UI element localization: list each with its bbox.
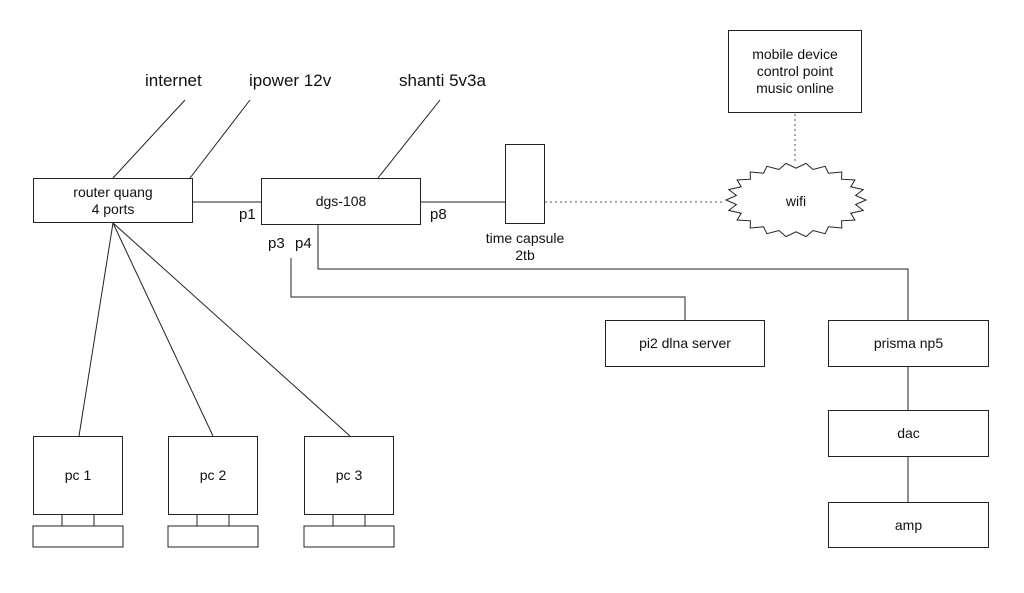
mobile-line-3: music online	[756, 80, 834, 96]
dac-node: dac	[828, 410, 989, 457]
wifi-cloud-shape	[724, 162, 868, 238]
pc2-name: pc 2	[199, 467, 227, 483]
pc2-base	[167, 525, 259, 548]
time-capsule-label: time capsule 2tb	[470, 230, 580, 264]
ipower-label: ipower 12v	[249, 71, 332, 90]
time-capsule-size: 2tb	[515, 247, 535, 263]
pc3-monitor: pc 3	[304, 436, 394, 515]
mobile-line-2: control point	[756, 63, 834, 79]
time-capsule-name: time capsule	[485, 230, 565, 246]
p3-pi2-link	[290, 258, 686, 320]
prisma-name: prisma np5	[873, 335, 944, 351]
port-p3-label: p3	[268, 235, 285, 252]
dac-name: dac	[897, 425, 920, 441]
pc1-name: pc 1	[64, 467, 92, 483]
router-ports: 4 ports	[91, 200, 135, 217]
pc1-base	[32, 525, 124, 548]
amp-node: amp	[828, 502, 989, 548]
mobile-line-1: mobile device	[752, 46, 838, 62]
switch-node: dgs-108	[261, 178, 421, 225]
port-p4-label: p4	[295, 235, 312, 252]
router-pc2-link	[112, 222, 214, 437]
internet-line	[112, 99, 186, 179]
port-p8-label: p8	[430, 206, 447, 223]
internet-label: internet	[145, 71, 202, 90]
mobile-device-node: mobile device control point music online	[728, 30, 862, 113]
router-pc1-link	[78, 222, 114, 437]
ipower-line	[189, 99, 251, 179]
p4-prisma-link	[317, 225, 909, 320]
amp-name: amp	[894, 516, 923, 533]
router-node: router quang 4 ports	[33, 178, 193, 223]
pi2-node: pi2 dlna server	[605, 320, 765, 367]
pi2-name: pi2 dlna server	[639, 335, 731, 351]
pc2-monitor: pc 2	[168, 436, 258, 515]
pc1-monitor: pc 1	[33, 436, 123, 515]
port-p1-label: p1	[239, 206, 256, 223]
router-pc3-link	[112, 222, 351, 437]
pc3-stand	[332, 513, 366, 527]
pc3-name: pc 3	[335, 467, 363, 483]
prisma-node: prisma np5	[828, 320, 989, 367]
shanti-line	[377, 99, 441, 179]
shanti-label: shanti 5v3a	[399, 71, 486, 90]
pc3-base	[303, 525, 395, 548]
router-name: router quang	[73, 183, 153, 200]
pc2-stand	[196, 513, 230, 527]
pc1-stand	[61, 513, 95, 527]
time-capsule-node	[505, 144, 545, 224]
switch-name: dgs-108	[315, 193, 367, 209]
wifi-label: wifi	[785, 193, 807, 209]
